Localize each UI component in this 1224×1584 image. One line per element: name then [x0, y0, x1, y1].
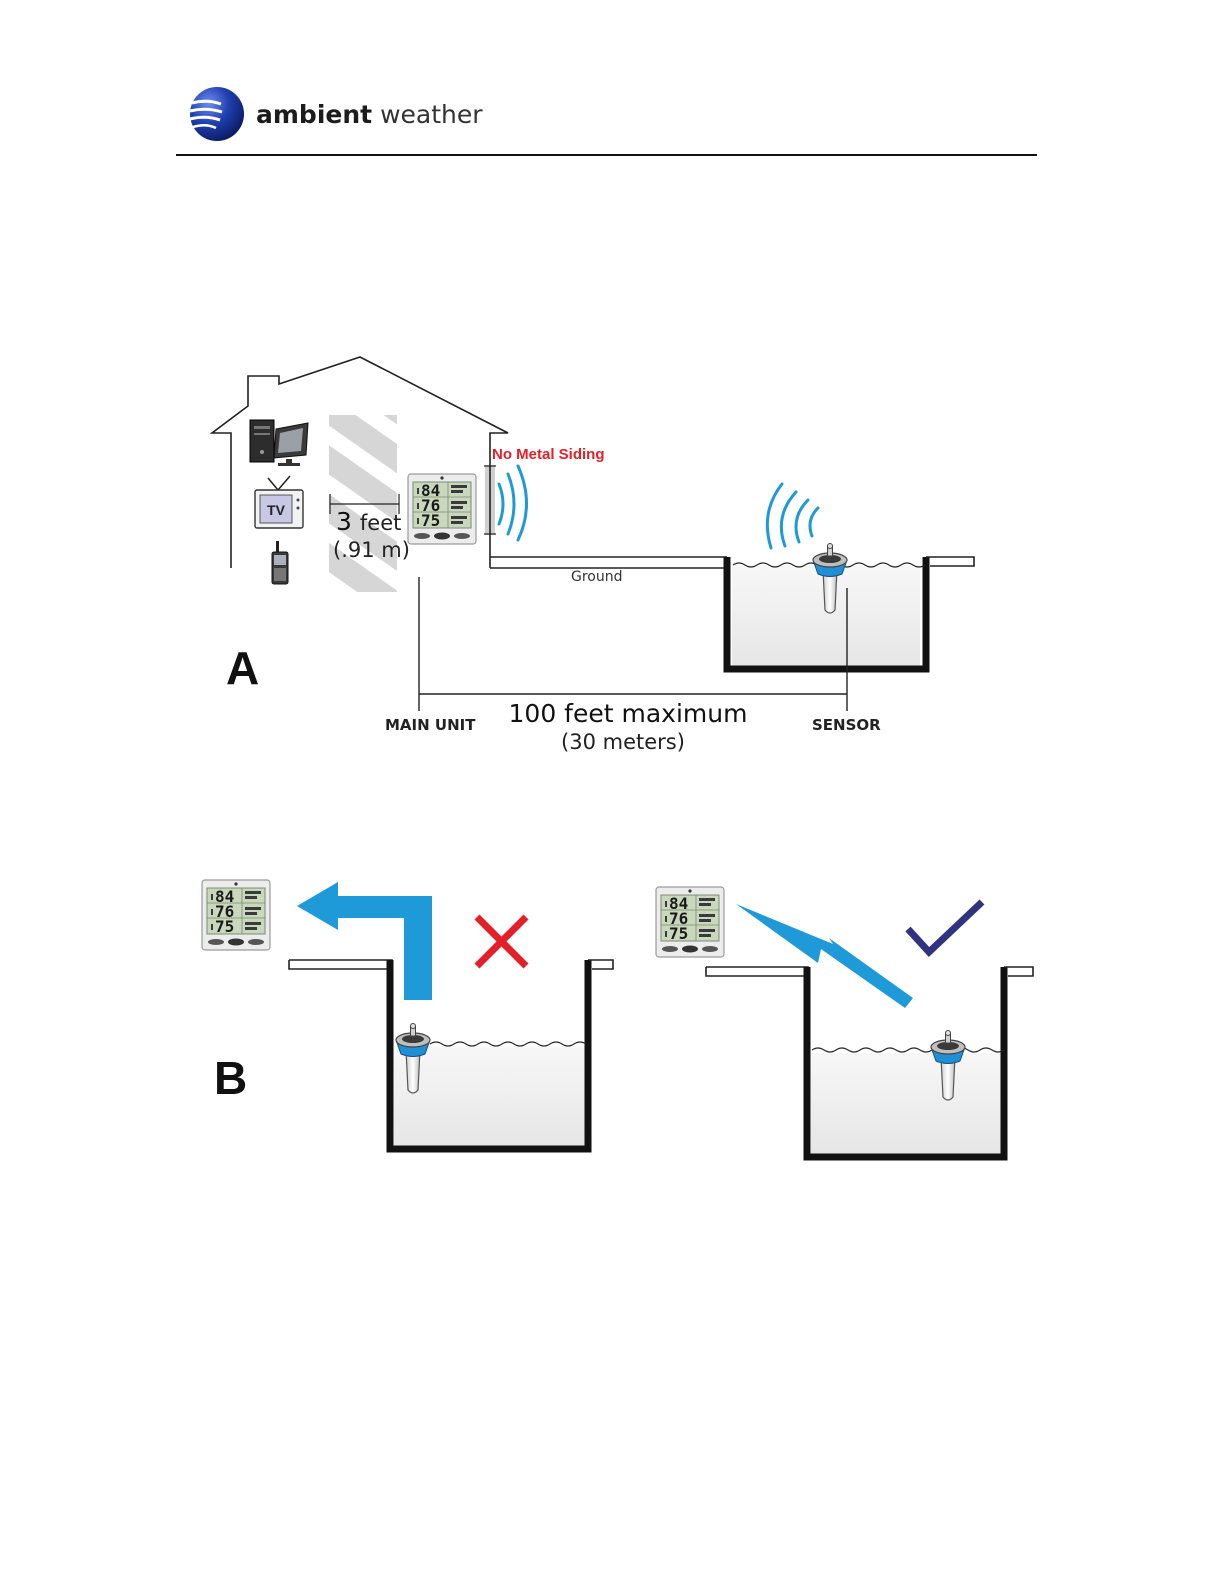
sensor-label: SENSOR: [812, 716, 881, 734]
display-console-icon: [656, 887, 724, 957]
desktop-computer-icon: [250, 420, 308, 466]
distance-metric-label: (.91 m): [333, 538, 410, 562]
diagram-b: B: [202, 880, 1033, 1157]
brand-name: ambient weather: [256, 100, 483, 129]
tv-icon: TV: [255, 476, 303, 528]
check-mark-icon: [908, 902, 982, 952]
brand-name-bold: ambient: [256, 100, 372, 129]
distance-feet-label: 3 feet: [336, 507, 401, 536]
no-metal-siding-label: No Metal Siding: [492, 446, 605, 463]
incorrect-placement: [202, 880, 613, 1149]
cross-mark-icon: [477, 917, 526, 966]
correct-placement: [656, 887, 1033, 1157]
ground-label: Ground: [571, 569, 623, 585]
sensor-wave-signal-icon: [767, 484, 818, 548]
wave-signal-icon: [499, 466, 527, 540]
diagram-b-letter: B: [214, 1052, 247, 1104]
display-console-icon: [202, 880, 270, 950]
distance-feet-unit: feet: [360, 511, 401, 535]
brand-name-light: weather: [380, 100, 483, 129]
tv-label: TV: [267, 502, 286, 518]
main-unit-label: MAIN UNIT: [385, 716, 476, 734]
three-feet-dimension: 3 feet (.91 m): [330, 494, 410, 562]
blocked-signal-arrow: [297, 882, 432, 1000]
distance-feet-number: 3: [336, 507, 352, 536]
diagram-a-letter: A: [226, 642, 259, 694]
globe-logo-icon: [190, 87, 244, 141]
cell-phone-icon: [272, 541, 288, 584]
ground-and-pool: [490, 557, 974, 669]
display-console-icon: [408, 474, 476, 544]
max-distance-metric-label: (30 meters): [561, 730, 685, 754]
clear-signal-arrow: [736, 904, 913, 1008]
max-distance-label: 100 feet maximum: [509, 699, 748, 728]
header: ambient weather: [176, 87, 1037, 155]
